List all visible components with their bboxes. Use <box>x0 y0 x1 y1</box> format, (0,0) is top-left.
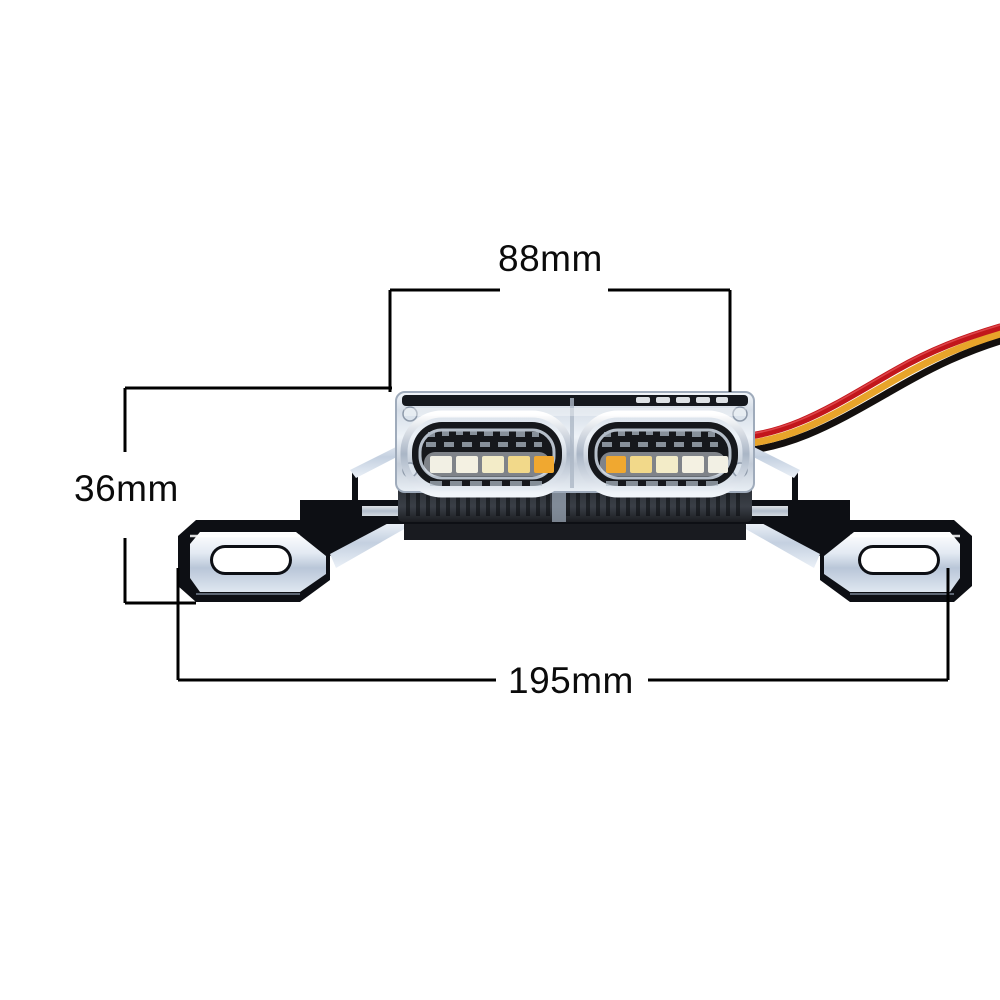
left-mounting-bracket <box>178 418 424 602</box>
dimension-36mm-lines <box>123 386 392 605</box>
dimension-label-195mm: 195mm <box>508 660 634 701</box>
right-led-lens <box>576 410 750 498</box>
wire-harness <box>720 323 1000 456</box>
dimension-label-36mm: 36mm <box>74 468 179 509</box>
dimension-195mm-lines <box>176 568 950 682</box>
led-light-module <box>395 391 755 522</box>
dimension-88mm-lines <box>388 288 732 392</box>
dimension-label-88mm: 88mm <box>498 238 603 279</box>
